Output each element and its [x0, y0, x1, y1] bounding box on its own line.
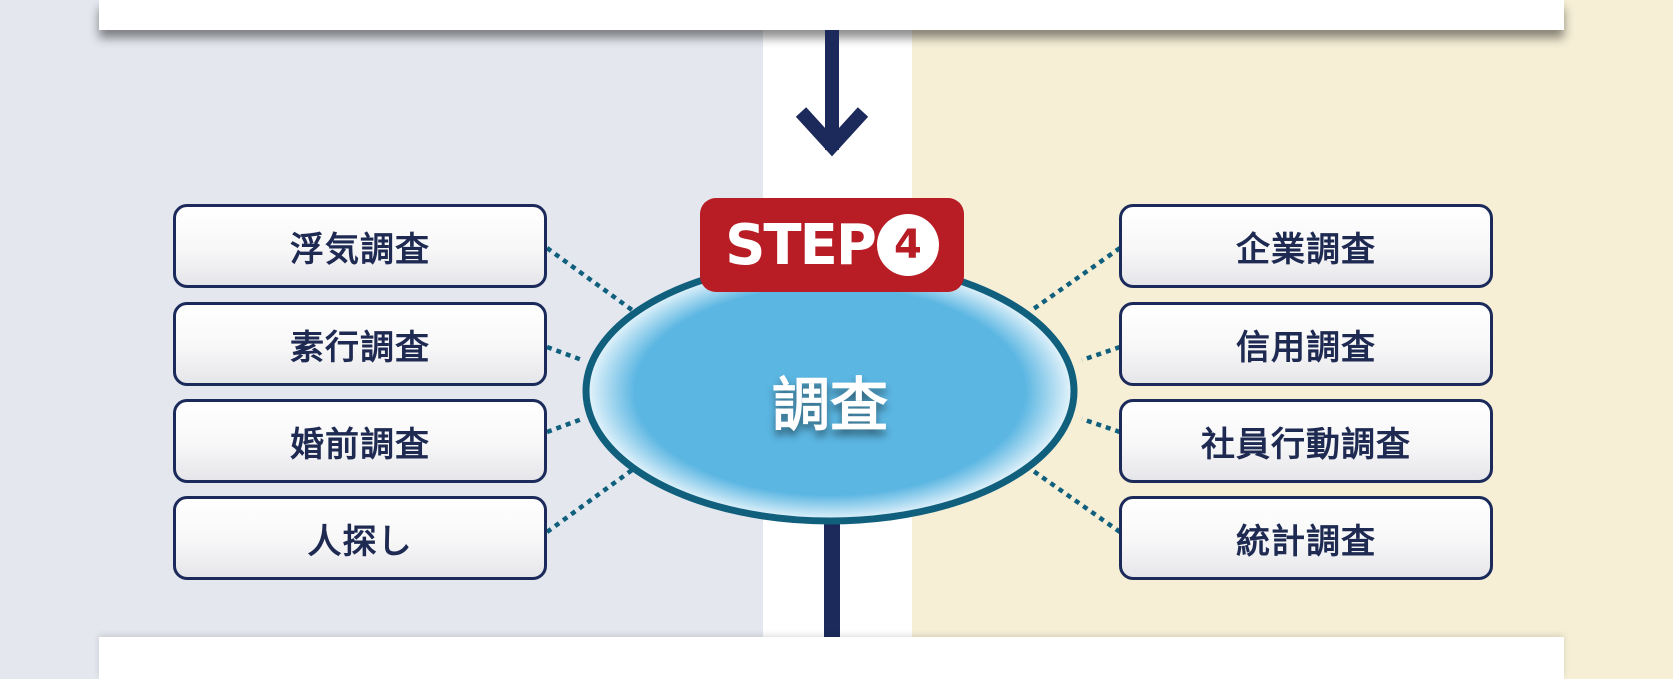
investigation-item-statistical[interactable]: 統計調査	[1119, 496, 1493, 580]
previous-step-card	[99, 0, 1564, 30]
connector-right-2	[1081, 344, 1121, 363]
connector-right-3	[1081, 416, 1121, 435]
connector-left-2	[546, 344, 583, 363]
investigation-item-affair[interactable]: 浮気調査	[173, 204, 547, 288]
connector-right-1	[1030, 246, 1122, 312]
investigation-item-employee-behavior[interactable]: 社員行動調査	[1119, 399, 1493, 483]
investigation-item-credit[interactable]: 信用調査	[1119, 302, 1493, 386]
next-step-card	[99, 637, 1564, 679]
investigation-item-person-search[interactable]: 人探し	[173, 496, 547, 580]
investigation-item-behavior[interactable]: 素行調査	[173, 302, 547, 386]
investigation-item-corporate[interactable]: 企業調査	[1119, 204, 1493, 288]
arrow-down-icon	[795, 107, 869, 157]
step-badge: STEP 4	[700, 198, 964, 292]
connector-right-4	[1030, 468, 1122, 534]
connector-left-4	[545, 468, 634, 534]
connector-left-3	[546, 416, 583, 435]
connector-left-1	[545, 246, 634, 312]
step-label: STEP	[725, 212, 877, 278]
center-label: 調査	[771, 371, 888, 439]
investigation-item-premarital[interactable]: 婚前調査	[173, 399, 547, 483]
step-number: 4	[876, 214, 939, 276]
